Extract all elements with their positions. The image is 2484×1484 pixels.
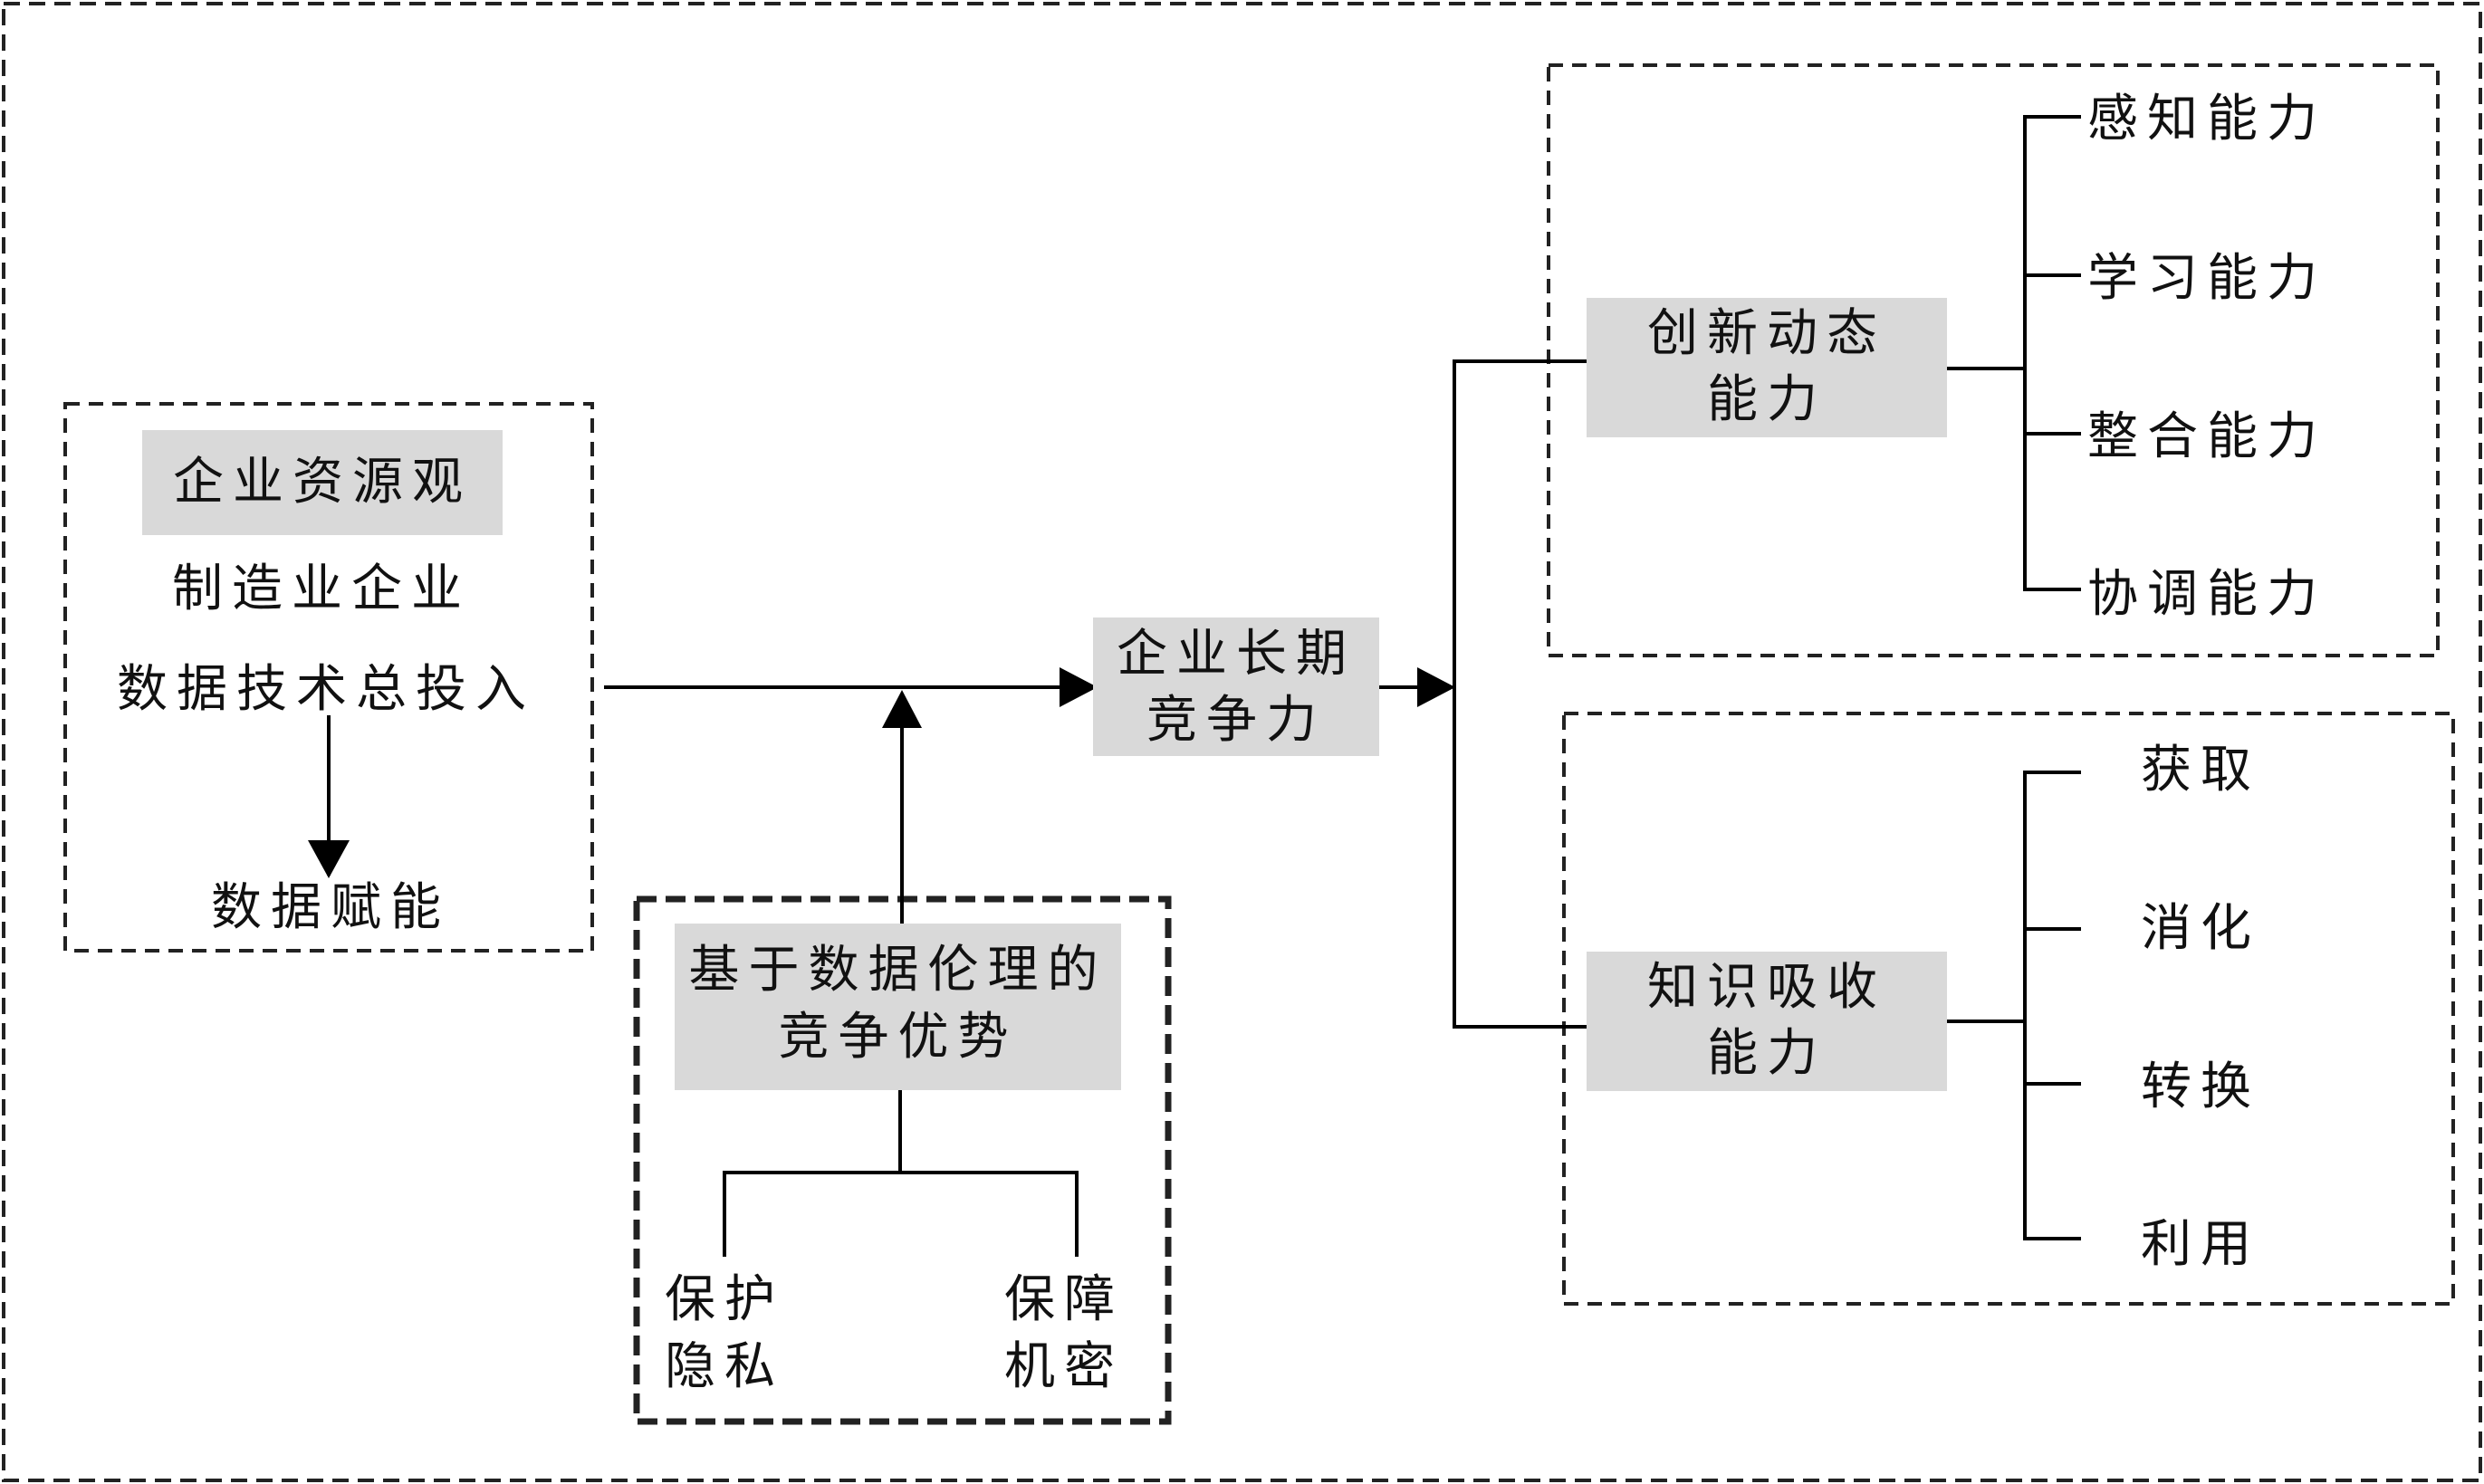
knowledge-item-exploit: 利用: [2141, 1215, 2260, 1274]
protect-privacy-line2: 隐私: [665, 1337, 784, 1396]
innovation-node-line1: 创新动态: [1647, 304, 1886, 363]
knowledge-item-assimilate: 消化: [2141, 899, 2260, 958]
ensure-confidentiality-line1: 保障: [1004, 1270, 1124, 1329]
knowledge-item-transform: 转换: [2141, 1058, 2260, 1116]
center-node-line2: 竞争力: [1146, 691, 1326, 750]
innovation-item-sensing: 感知能力: [2087, 90, 2326, 148]
rbv-frame: [63, 402, 594, 953]
rbv-title-bg: [142, 430, 503, 535]
innovation-item-learning: 学习能力: [2087, 249, 2326, 308]
innovation-item-integration: 整合能力: [2087, 407, 2326, 466]
ethics-title-line2: 竞争优势: [778, 1008, 1018, 1067]
knowledge-frame: [1562, 712, 2455, 1306]
innovation-node-bg: [1587, 298, 1947, 437]
protect-privacy-line1: 保护: [665, 1270, 784, 1329]
rbv-line1: 制造业企业: [172, 560, 471, 618]
innovation-item-coordination: 协调能力: [2087, 565, 2326, 624]
rbv-title: 企业资源观: [173, 453, 472, 512]
knowledge-node-bg: [1587, 952, 1947, 1091]
rbv-line2: 数据技术总投入: [117, 660, 535, 719]
ethics-title-line1: 基于数据伦理的: [688, 941, 1108, 1000]
knowledge-item-acquire: 获取: [2141, 741, 2260, 799]
innovation-node-line2: 能力: [1707, 370, 1827, 429]
center-node-line1: 企业长期: [1117, 625, 1356, 684]
data-empowerment: 数据赋能: [211, 878, 450, 937]
ethics-title-bg: [675, 924, 1121, 1090]
knowledge-node-line1: 知识吸收: [1647, 958, 1886, 1017]
center-node-bg: [1093, 618, 1379, 756]
knowledge-node-line2: 能力: [1707, 1024, 1827, 1083]
ensure-confidentiality-line2: 机密: [1004, 1337, 1124, 1396]
